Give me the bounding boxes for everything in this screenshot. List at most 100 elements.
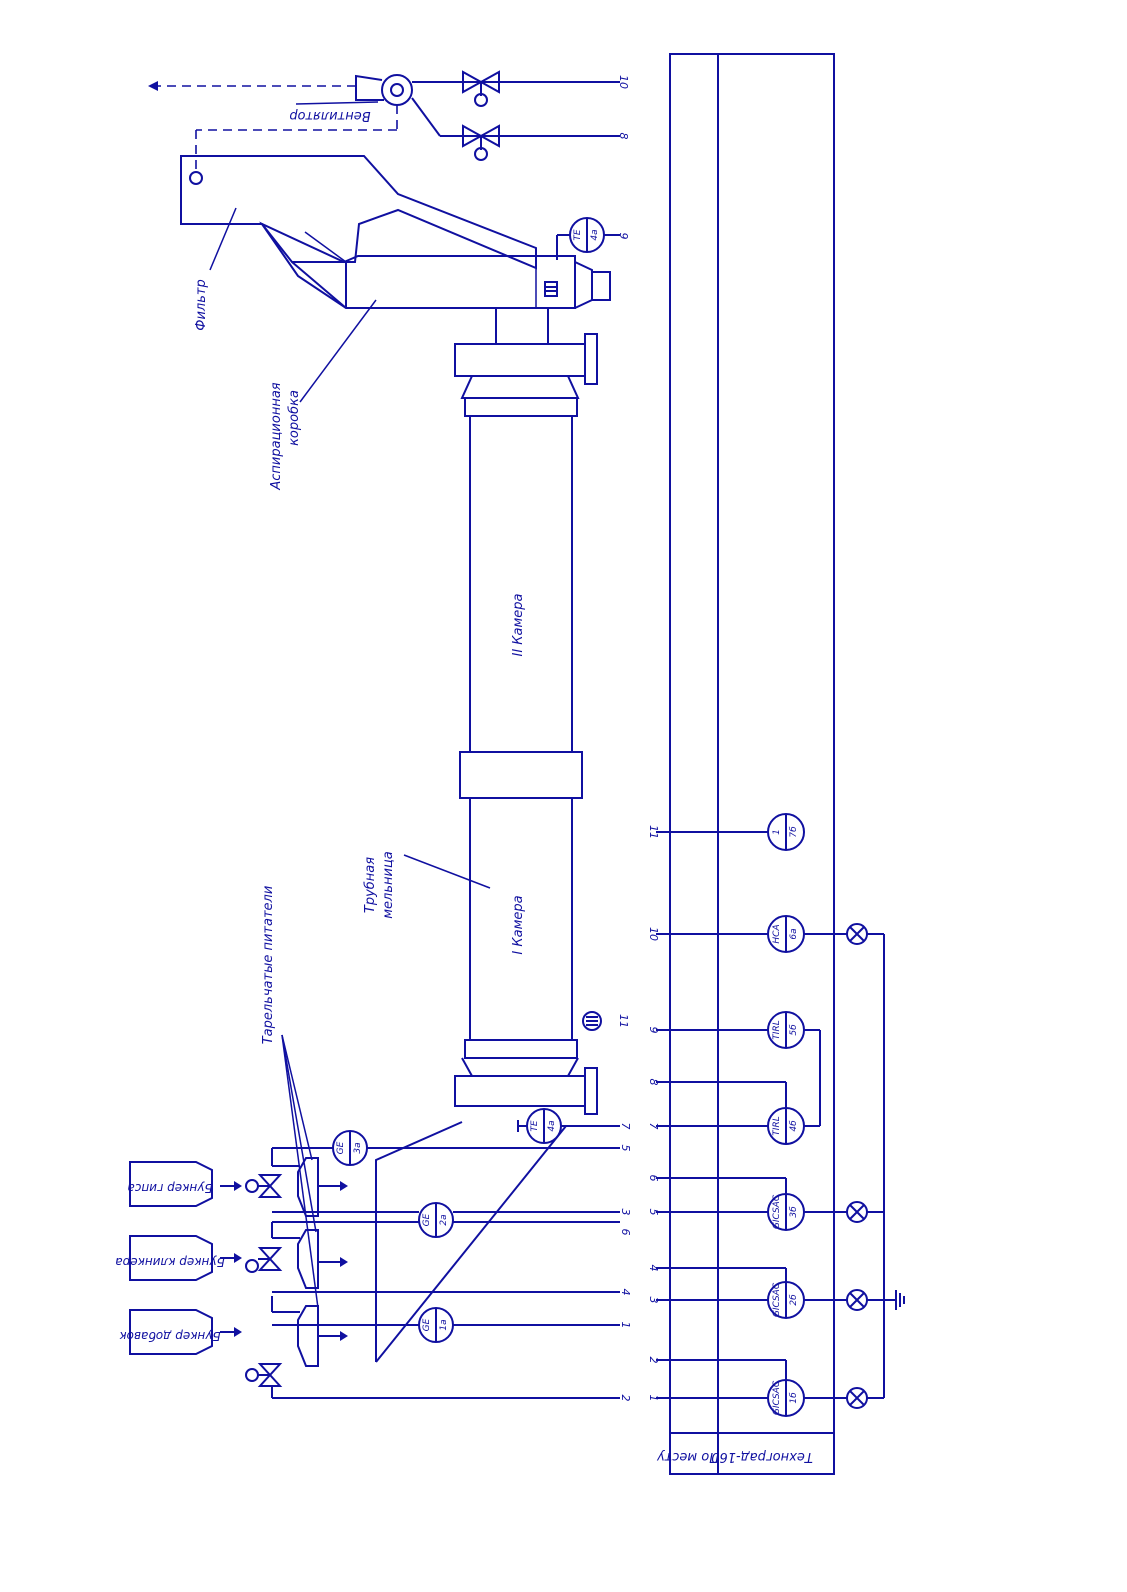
svg-text:По месту: По месту (657, 1449, 719, 1464)
table-label-board: Техноград-160 (711, 1449, 813, 1464)
bunker-clinker: Бункер клинкера (115, 1235, 242, 1281)
temp-sensor-inlet: TE 4а (517, 1108, 620, 1144)
panel-instrument-1b: GICSAC 1б (767, 1379, 805, 1417)
svg-text:8: 8 (617, 133, 630, 140)
instrument-table (669, 53, 835, 1475)
mill-sensor-11: 11 (582, 1011, 630, 1031)
svg-text:мельница: мельница (381, 851, 396, 919)
svg-text:1б: 1б (789, 1392, 799, 1404)
svg-text:GICSAC: GICSAC (772, 1380, 782, 1415)
svg-text:11: 11 (647, 825, 660, 839)
svg-text:II Камера: II Камера (511, 593, 526, 656)
svg-text:GE: GE (422, 1318, 432, 1331)
wire-number-top: 10 8 9 (617, 75, 630, 240)
plate-feeders-label: Тарельчатые питатели (261, 886, 319, 1309)
svg-text:5: 5 (647, 1209, 660, 1216)
ge-sensor-1a: GE 1а (418, 1307, 454, 1343)
filter: Фильтр (180, 155, 537, 331)
svg-text:HCA: HCA (772, 924, 782, 943)
svg-text:11: 11 (617, 1014, 630, 1028)
svg-text:3б: 3б (789, 1206, 799, 1218)
ge-sensor-3a: GE 3а (332, 1130, 368, 1166)
lamp-icon (846, 923, 868, 945)
svg-text:GE: GE (422, 1213, 432, 1226)
svg-text:10: 10 (617, 75, 630, 89)
panel-instrument-7b: 1 7б (767, 813, 805, 851)
svg-text:Бункер клинкера: Бункер клинкера (115, 1255, 224, 1269)
panel-instrument-2b: GICSAC 2б (767, 1281, 805, 1319)
svg-text:2: 2 (619, 1395, 632, 1402)
svg-text:5б: 5б (789, 1024, 799, 1036)
alarm-lamps (804, 923, 885, 1409)
svg-text:2а: 2а (439, 1214, 449, 1225)
svg-text:GE: GE (336, 1141, 346, 1154)
valve-top-1 (462, 70, 500, 107)
svg-text:1а: 1а (439, 1319, 449, 1330)
svg-text:TE: TE (530, 1120, 540, 1131)
svg-text:4: 4 (619, 1289, 632, 1296)
wire-numbers-left: 5 3 6 4 1 2 7 (619, 1123, 632, 1402)
svg-text:Тарельчатые питатели: Тарельчатые питатели (261, 886, 276, 1045)
svg-text:9: 9 (647, 1027, 660, 1034)
ground-icon (884, 1290, 905, 1310)
lamp-icon (846, 1387, 868, 1409)
svg-text:GICSAC: GICSAC (772, 1194, 782, 1229)
svg-text:5: 5 (619, 1145, 632, 1152)
svg-text:2б: 2б (789, 1294, 799, 1306)
svg-text:TIRL: TIRL (772, 1020, 782, 1039)
svg-text:TE: TE (573, 229, 583, 240)
svg-text:коробка: коробка (287, 390, 302, 446)
bunker-additives: Бункер добавок (119, 1309, 242, 1355)
lamp-icon (846, 1289, 868, 1311)
svg-text:2: 2 (647, 1357, 660, 1364)
feeder-gypsum (245, 1148, 348, 1217)
svg-text:4: 4 (647, 1265, 660, 1272)
aspiration-box: Аспирационная коробка (259, 221, 611, 491)
svg-text:Трубная: Трубная (363, 857, 378, 913)
svg-text:4а: 4а (590, 229, 600, 240)
svg-text:7: 7 (647, 1123, 660, 1130)
svg-text:Фильтр: Фильтр (194, 279, 209, 330)
ventilator: Вентилятор (148, 74, 413, 123)
temp-sensor-top: TE 4а (556, 217, 620, 260)
svg-text:3: 3 (619, 1209, 632, 1216)
feeder-clinker (245, 1222, 348, 1289)
tube-mill: II Камера I Камера Трубная мельница (363, 307, 598, 1115)
svg-text:TIRL: TIRL (772, 1116, 782, 1135)
svg-text:GICSAC: GICSAC (772, 1282, 782, 1317)
wire-numbers-right: 11 10 9 8 7 6 5 4 3 2 1 (647, 825, 660, 1402)
svg-text:6а: 6а (789, 928, 799, 939)
bunker-gypsum: Бункер гипса (127, 1161, 242, 1207)
svg-text:7: 7 (619, 1123, 632, 1130)
svg-text:6: 6 (619, 1229, 632, 1236)
mill-feed-chute (375, 1121, 567, 1363)
lamp-icon (846, 1201, 868, 1223)
ge-sensor-2a: GE 2а (418, 1202, 454, 1238)
left-signal-lines (271, 1147, 620, 1399)
feeder-additives (245, 1296, 348, 1387)
svg-text:I Камера: I Камера (511, 895, 526, 954)
svg-text:Вентилятор: Вентилятор (289, 108, 370, 123)
svg-text:4б: 4б (789, 1120, 799, 1132)
svg-text:1: 1 (772, 829, 782, 835)
svg-text:10: 10 (647, 927, 660, 941)
svg-text:6: 6 (647, 1175, 660, 1182)
svg-text:Бункер гипса: Бункер гипса (127, 1181, 212, 1195)
panel-instrument-6a: HCA 6а (767, 915, 805, 953)
ventilator-lines (195, 81, 620, 172)
svg-text:1: 1 (647, 1395, 660, 1402)
svg-text:1: 1 (619, 1322, 632, 1329)
svg-text:9: 9 (617, 233, 630, 240)
svg-text:8: 8 (647, 1079, 660, 1086)
svg-text:Аспирационная: Аспирационная (269, 382, 284, 490)
panel-signal-lines (656, 831, 821, 1399)
valve-top-2 (462, 124, 500, 161)
svg-text:7б: 7б (789, 826, 799, 838)
svg-text:3а: 3а (353, 1142, 363, 1153)
panel-instrument-3b: GICSAC 3б (767, 1193, 805, 1231)
svg-text:Бункер добавок: Бункер добавок (119, 1329, 221, 1343)
svg-text:3: 3 (647, 1297, 660, 1304)
table-label-local: По месту (657, 1449, 719, 1464)
svg-text:Техноград-160: Техноград-160 (711, 1449, 813, 1464)
